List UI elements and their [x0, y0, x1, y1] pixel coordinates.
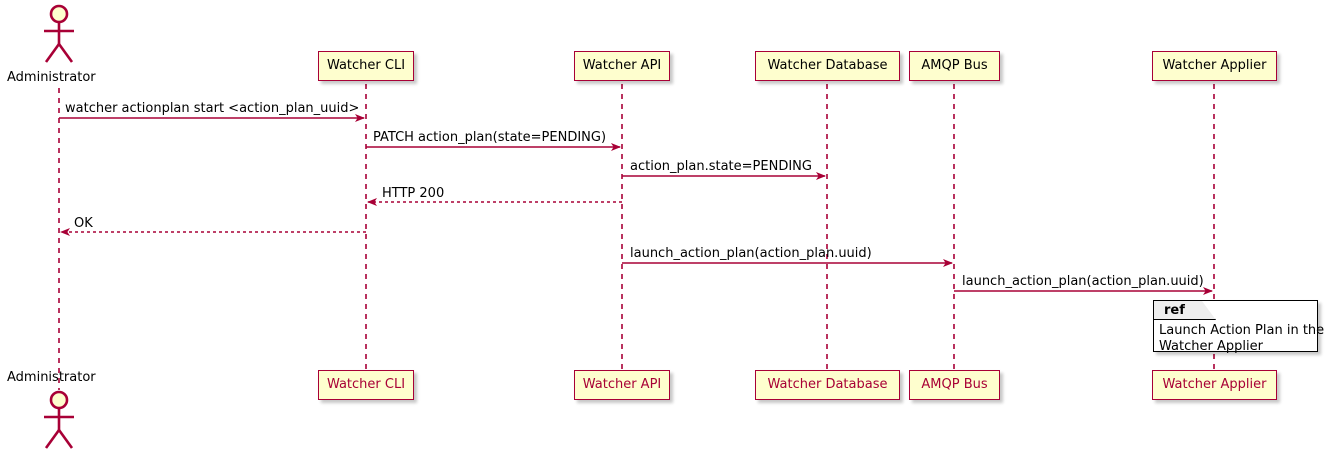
participant-label-watcher-api-bottom: Watcher API: [582, 377, 662, 392]
actor-administrator-bottom-figure: [44, 390, 74, 449]
participant-box-watcher-cli-bottom[interactable]: Watcher CLI: [318, 370, 414, 400]
participant-label-amqp-bus-top: AMQP Bus: [921, 58, 988, 73]
participant-label-watcher-database-top: Watcher Database: [767, 58, 888, 73]
message-label-2: PATCH action_plan(state=PENDING): [373, 130, 607, 145]
message-label-1: watcher actionplan start <action_plan_uu…: [65, 101, 360, 116]
participant-box-watcher-api-top[interactable]: Watcher API: [574, 51, 670, 81]
message-label-6: launch_action_plan(action_plan.uuid): [630, 246, 872, 261]
participant-label-watcher-cli-bottom: Watcher CLI: [326, 377, 406, 392]
participant-label-amqp-bus-bottom: AMQP Bus: [921, 377, 988, 392]
participant-label-watcher-database-bottom: Watcher Database: [767, 377, 888, 392]
message-label-4: HTTP 200: [382, 186, 445, 201]
participant-box-watcher-database-top[interactable]: Watcher Database: [755, 51, 900, 81]
ref-note[interactable]: ref Launch Action Plan in the Watcher Ap…: [1153, 300, 1324, 354]
participant-box-watcher-applier-top[interactable]: Watcher Applier: [1152, 51, 1277, 81]
message-label-5: OK: [74, 216, 93, 231]
participant-box-amqp-bus-top[interactable]: AMQP Bus: [909, 51, 1000, 81]
ref-note-line-2: Watcher Applier: [1159, 339, 1263, 354]
participant-label-watcher-cli-top: Watcher CLI: [326, 58, 406, 73]
participant-label-watcher-api-top: Watcher API: [582, 58, 662, 73]
actor-label-administrator-bottom: Administrator: [7, 370, 96, 385]
actor-label-administrator-top: Administrator: [7, 70, 96, 85]
lifelines: [58, 84, 1215, 390]
message-label-7: launch_action_plan(action_plan.uuid): [962, 274, 1204, 289]
ref-note-keyword: ref: [1164, 303, 1185, 318]
actor-administrator-top-figure: [44, 4, 74, 63]
ref-note-line-1: Launch Action Plan in the: [1159, 323, 1325, 338]
participant-box-watcher-database-bottom[interactable]: Watcher Database: [755, 370, 900, 400]
message-arrows: [59, 114, 1213, 295]
participant-box-amqp-bus-bottom[interactable]: AMQP Bus: [909, 370, 1000, 400]
participant-box-watcher-api-bottom[interactable]: Watcher API: [574, 370, 670, 400]
participant-label-watcher-applier-top: Watcher Applier: [1162, 58, 1267, 73]
message-label-3: action_plan.state=PENDING: [630, 159, 812, 174]
participant-label-watcher-applier-bottom: Watcher Applier: [1162, 377, 1267, 392]
participant-box-watcher-applier-bottom[interactable]: Watcher Applier: [1152, 370, 1277, 400]
participant-box-watcher-cli-top[interactable]: Watcher CLI: [318, 51, 414, 81]
